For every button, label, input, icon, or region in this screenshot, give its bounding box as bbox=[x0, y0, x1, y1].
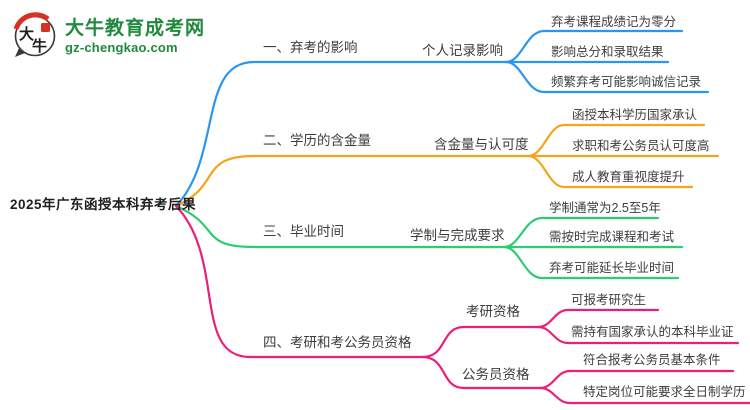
svg-text:牛: 牛 bbox=[32, 37, 47, 55]
leaf-node: 求职和考公务员认可度高 bbox=[572, 139, 710, 153]
site-url: gz-chengkao.com bbox=[65, 40, 178, 55]
root-node: 2025年广东函授本科弃考后果 bbox=[10, 197, 197, 212]
leaf-node: 函授本科学历国家承认 bbox=[572, 108, 698, 122]
leaf-node: 可报考研究生 bbox=[571, 293, 647, 307]
leaf-node: 影响总分和录取结果 bbox=[551, 45, 664, 59]
branch-1-subtopic: 个人记录影响 bbox=[422, 43, 503, 58]
leaf-node: 成人教育重视度提升 bbox=[572, 170, 685, 184]
leaf-node: 弃考课程成绩记为零分 bbox=[551, 15, 677, 29]
leaf-node: 弃考可能延长毕业时间 bbox=[549, 261, 675, 275]
leaf-node: 需按时完成课程和考试 bbox=[549, 230, 675, 244]
branch-3-subtopic: 学制与完成要求 bbox=[410, 228, 505, 243]
branch-3-label: 三、毕业时间 bbox=[263, 224, 344, 239]
leaf-node: 特定岗位可能要求全日制学历 bbox=[583, 385, 746, 399]
branch-4-subtopic-kaoyan: 考研资格 bbox=[466, 304, 520, 319]
svg-text:大: 大 bbox=[19, 25, 34, 43]
leaf-node: 学制通常为2.5至5年 bbox=[549, 201, 661, 215]
branch-2-subtopic: 含金量与认可度 bbox=[434, 137, 529, 152]
branch-4-label: 四、考研和考公务员资格 bbox=[263, 335, 412, 350]
branch-2-lines bbox=[174, 123, 720, 208]
branch-1-lines bbox=[174, 29, 710, 208]
leaf-node: 频繁弃考可能影响诚信记录 bbox=[551, 75, 702, 89]
branch-2-label: 二、学历的含金量 bbox=[263, 133, 371, 148]
leaf-node: 符合报考公务员基本条件 bbox=[583, 353, 721, 367]
branch-1-label: 一、弃考的影响 bbox=[263, 40, 358, 55]
branch-3-lines bbox=[174, 204, 684, 280]
brand-logo-icon: 大 牛 bbox=[12, 12, 59, 61]
leaf-node: 需持有国家承认的本科毕业证 bbox=[571, 325, 734, 339]
site-name: 大牛教育成考网 bbox=[65, 18, 206, 39]
branch-4-lines bbox=[174, 204, 750, 405]
site-logo: 大 牛 大牛教育成考网 gz-chengkao.com bbox=[12, 12, 205, 61]
branch-4-subtopic-gongwuyuan: 公务员资格 bbox=[462, 367, 530, 382]
